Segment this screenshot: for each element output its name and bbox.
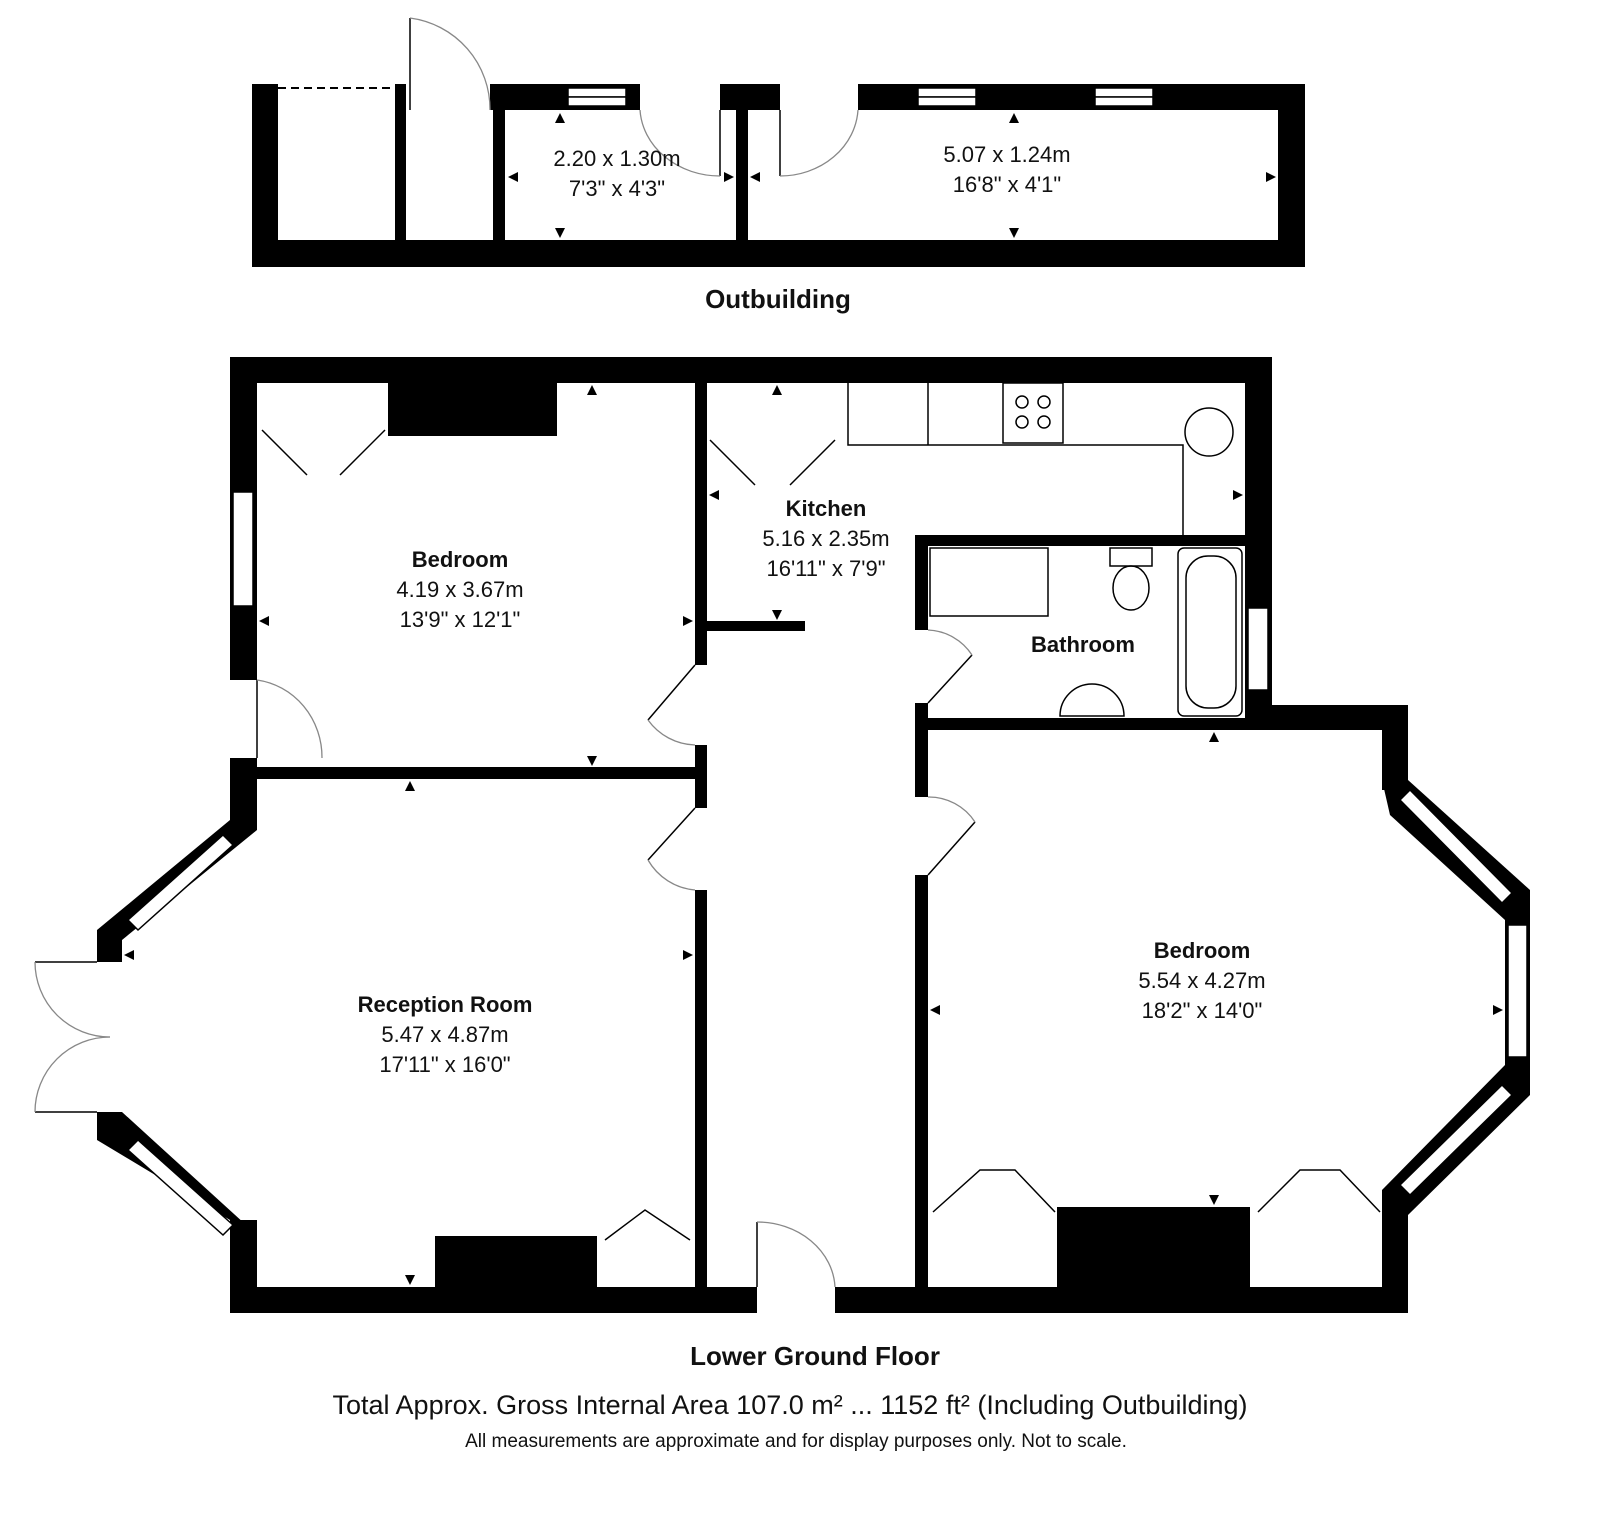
chimney-breast [388, 383, 557, 436]
window [1507, 924, 1528, 1058]
window [232, 491, 254, 607]
outbuilding-plan: 2.20 x 1.30m 7'3" x 4'3" 5.07 x 1.24m 16… [252, 17, 1305, 314]
door [647, 664, 696, 746]
door [647, 807, 696, 891]
outbuilding-title: Outbuilding [705, 284, 851, 314]
chimney-breast [1057, 1207, 1250, 1287]
door [927, 796, 976, 876]
door [34, 961, 111, 1113]
dimension-arrows [508, 113, 1276, 238]
shower-tray [929, 547, 1049, 617]
kitchen-counter [847, 383, 1184, 535]
room-dimensions-metric: 4.19 x 3.67m [396, 577, 523, 602]
room-dimensions-metric: 5.54 x 4.27m [1138, 968, 1265, 993]
room-dimensions-imperial: 17'11" x 16'0" [379, 1052, 510, 1077]
window [126, 833, 235, 932]
total-area: Total Approx. Gross Internal Area 107.0 … [333, 1390, 1248, 1420]
dimension-arrows [124, 385, 1503, 1285]
door [779, 109, 859, 177]
room-dimensions-metric: 5.47 x 4.87m [381, 1022, 508, 1047]
window [567, 87, 627, 107]
window [126, 1138, 235, 1237]
window [1094, 87, 1154, 107]
chimney-breast [435, 1236, 597, 1287]
room-dimensions-imperial: 16'8" x 4'1" [953, 172, 1061, 197]
room-dimensions-imperial: 13'9" x 12'1" [400, 607, 521, 632]
room-dimensions-metric: 2.20 x 1.30m [553, 146, 680, 171]
lower-ground-floor-plan: Bedroom 4.19 x 3.67m 13'9" x 12'1" Kitch… [34, 357, 1530, 1371]
toilet [1109, 547, 1153, 567]
basin [1059, 683, 1125, 717]
room-name: Kitchen [786, 496, 867, 521]
window [1247, 607, 1269, 691]
room-name: Bathroom [1031, 632, 1135, 657]
window [917, 87, 977, 107]
door [639, 109, 721, 177]
room-dimensions-imperial: 16'11" x 7'9" [766, 556, 885, 581]
window [1398, 1083, 1514, 1197]
room-dimensions-metric: 5.16 x 2.35m [762, 526, 889, 551]
floor-title: Lower Ground Floor [690, 1341, 940, 1371]
room-name: Bedroom [412, 547, 509, 572]
wardrobe-doors [261, 429, 1381, 1241]
door [256, 679, 323, 759]
room-dimensions-imperial: 18'2" x 14'0" [1142, 998, 1263, 1023]
disclaimer: All measurements are approximate and for… [465, 1431, 1127, 1452]
sink [1184, 407, 1234, 457]
room-dimensions-imperial: 7'3" x 4'3" [569, 176, 665, 201]
hob [1002, 382, 1064, 444]
room-name: Bedroom [1154, 938, 1251, 963]
door [756, 1221, 836, 1288]
window [1398, 788, 1514, 905]
door [409, 17, 491, 111]
room-name: Reception Room [358, 992, 533, 1017]
room-dimensions-metric: 5.07 x 1.24m [943, 142, 1070, 167]
door [927, 629, 973, 704]
bath [1177, 547, 1243, 717]
